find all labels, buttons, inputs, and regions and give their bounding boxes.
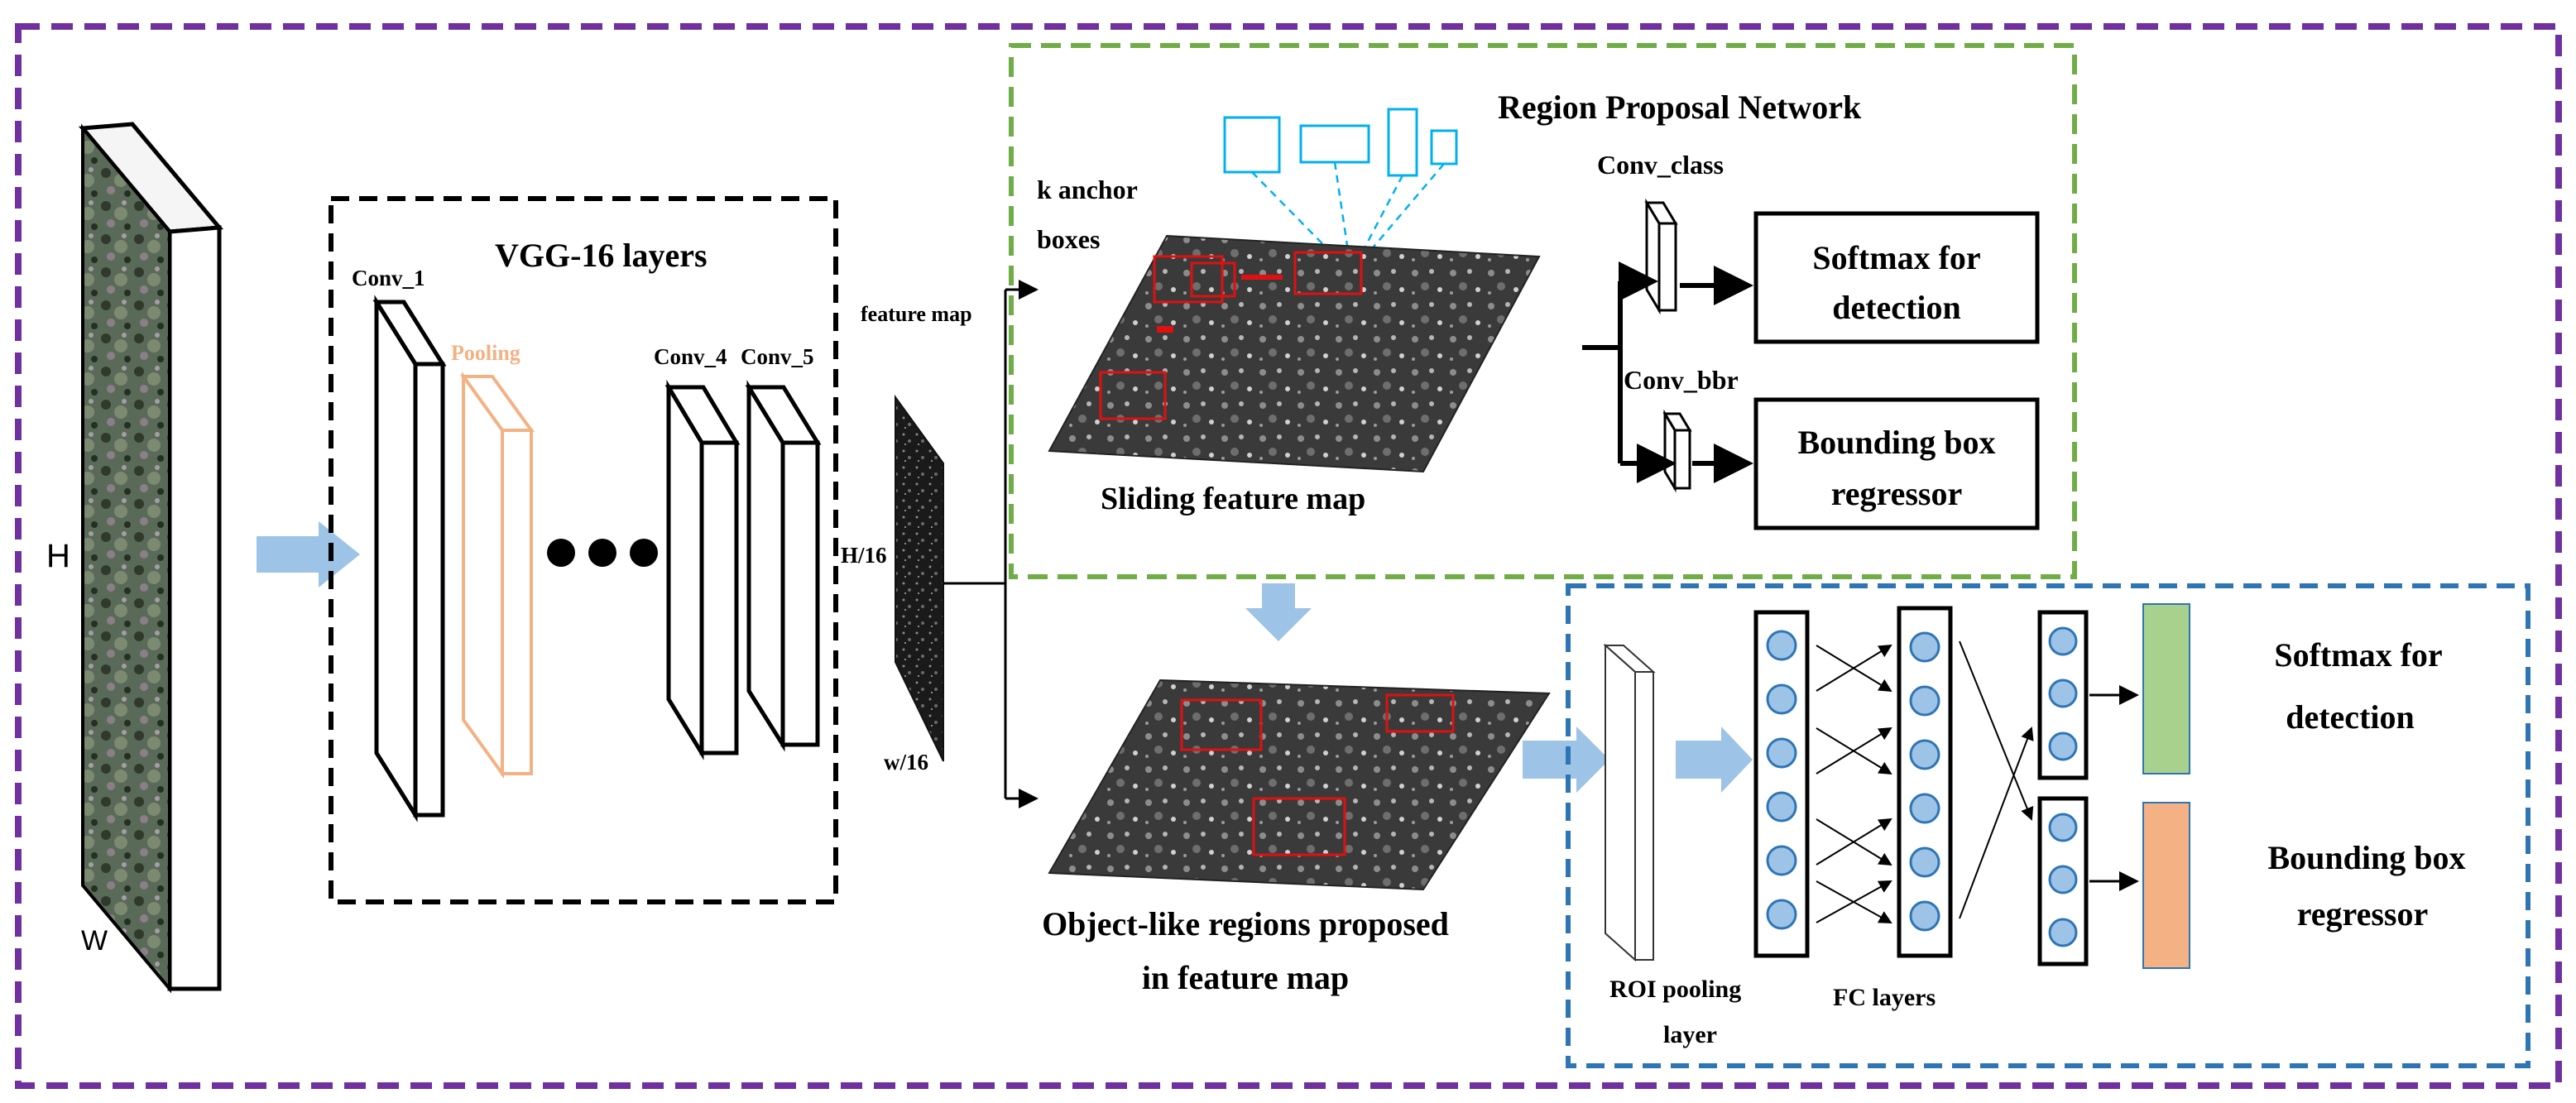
ellipsis-dot-2 — [588, 539, 616, 567]
proposal-box — [1153, 255, 1224, 304]
head-bbox-line2: regressor — [2297, 895, 2428, 933]
reg-fc-layer — [2037, 796, 2089, 966]
sliding-proposal-boxes — [1099, 251, 1363, 420]
proposal-box — [1252, 797, 1346, 856]
neuron — [1766, 845, 1797, 876]
rpn-title: Region Proposal Network — [1498, 89, 1862, 126]
feature-map-branch — [943, 280, 1039, 808]
rpn-softmax-line2: detection — [1832, 289, 1961, 326]
fc-connections-1 — [1816, 644, 1892, 923]
anchor-box — [1430, 129, 1458, 165]
vgg-title: VGG-16 layers — [495, 237, 708, 274]
feature-map-height-label: H/16 — [841, 543, 887, 568]
detection-head-frame — [1566, 583, 2530, 1068]
rpn-branch-lines — [1582, 261, 1753, 483]
neuron — [1766, 899, 1797, 930]
rpn-bbox-line2: regressor — [1831, 475, 1962, 512]
head-bbox-line1: Bounding box — [2267, 839, 2465, 876]
conv1-label: Conv_1 — [352, 266, 425, 290]
anchor-label-line1: k anchor — [1037, 175, 1138, 204]
rpn-frame — [1009, 43, 2077, 579]
neuron — [1766, 683, 1797, 715]
proposal-box — [1099, 371, 1167, 420]
fc-connections-2 — [1959, 640, 2034, 919]
conv5-layer — [745, 380, 822, 752]
anchor-box — [1223, 116, 1281, 174]
anchor-box — [1299, 124, 1370, 164]
input-image — [78, 122, 224, 994]
neuron — [1766, 630, 1797, 661]
ellipsis-dot-1 — [547, 539, 575, 567]
proposal-feature-map — [1048, 679, 1551, 891]
regression-output-bar — [2142, 802, 2190, 969]
neuron — [1909, 739, 1940, 770]
neuron — [2048, 626, 2078, 656]
neuron — [2048, 679, 2078, 708]
sliding-feature-map — [1048, 234, 1541, 473]
neuron — [1909, 685, 1940, 717]
conv4-layer — [664, 379, 741, 760]
rpn-down-arrow — [1245, 583, 1312, 641]
proposal-box — [1180, 698, 1263, 751]
proposal-box — [1190, 261, 1236, 298]
feature-map-label: feature map — [861, 302, 972, 326]
neuron — [2048, 731, 2078, 761]
head-softmax-line2: detection — [2286, 698, 2415, 736]
conv-bbr-label: Conv_bbr — [1624, 365, 1739, 395]
roi-label-line2: layer — [1663, 1021, 1717, 1048]
classification-output-bar — [2142, 603, 2190, 774]
input-flow-arrow — [257, 521, 360, 587]
pooling-layer — [460, 371, 535, 779]
conv-class-label: Conv_class — [1597, 150, 1724, 180]
conv5-label: Conv_5 — [741, 344, 814, 369]
cls-fc-layer — [2037, 610, 2089, 780]
roi-pooling-layer — [1603, 643, 1656, 962]
neuron — [2048, 865, 2078, 894]
proposals-label-line2: in feature map — [1142, 959, 1349, 996]
anchor-box — [1387, 108, 1418, 177]
rpn-bbox-box — [1753, 397, 2040, 530]
proposal-box — [1293, 251, 1363, 295]
rpn-softmax-box — [1753, 211, 2040, 344]
rpn-bbox-line1: Bounding box — [1797, 424, 1995, 461]
proposal-box — [1385, 693, 1455, 733]
feature-map-width-label: w/16 — [884, 750, 928, 774]
fc-output-connections — [2089, 685, 2139, 891]
sliding-label: Sliding feature map — [1101, 482, 1365, 516]
neuron — [1909, 793, 1940, 824]
pooling-label: Pooling — [451, 341, 520, 365]
roi-flow-arrow — [1676, 727, 1753, 793]
neuron — [1909, 900, 1940, 932]
proposals-label-line1: Object-like regions proposed — [1042, 905, 1449, 942]
conv1-layer — [372, 295, 447, 822]
input-height-label: H — [46, 538, 70, 574]
fc-layer-1 — [1753, 610, 1810, 958]
head-softmax-line1: Softmax for — [2274, 636, 2442, 674]
conv-class-layer — [1644, 198, 1678, 315]
neuron — [1909, 631, 1940, 663]
anchor-label-line2: boxes — [1037, 224, 1100, 254]
neuron — [1909, 846, 1940, 878]
neuron — [2048, 918, 2078, 947]
rpn-softmax-line1: Softmax for — [1812, 239, 1980, 276]
neuron — [2048, 813, 2078, 842]
neuron — [1766, 737, 1797, 769]
feature-map — [895, 394, 944, 762]
vgg-frame — [329, 196, 838, 904]
roi-label-line1: ROI pooling — [1609, 976, 1741, 1003]
fc-layers-label: FC layers — [1833, 984, 1936, 1011]
neuron — [1766, 791, 1797, 822]
fc-layer-2 — [1897, 606, 1953, 958]
input-width-label: W — [81, 925, 108, 957]
proposed-region-boxes — [1180, 693, 1455, 856]
conv-bbr-layer — [1662, 409, 1692, 493]
ellipsis-dot-3 — [630, 539, 658, 567]
outer-frame — [15, 23, 2562, 1089]
conv4-label: Conv_4 — [654, 344, 727, 369]
